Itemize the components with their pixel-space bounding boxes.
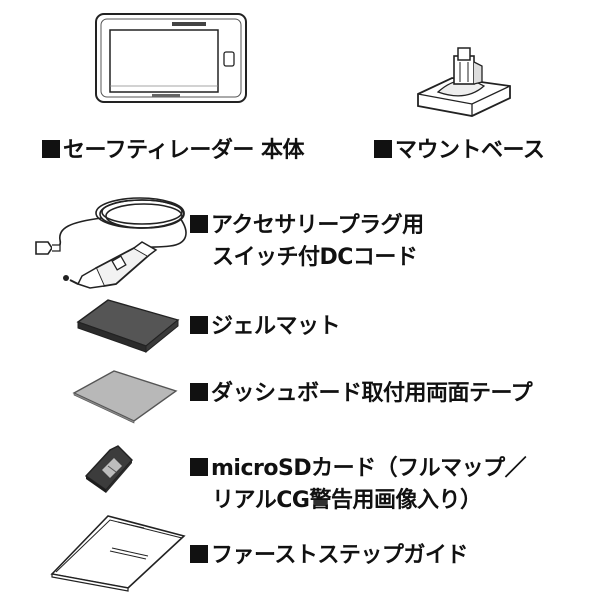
item-label-line2: リアルCG警告用画像入り） — [212, 488, 482, 513]
item-label-line1: microSDカード（フルマップ／ — [211, 456, 527, 481]
dc-cord-illustration — [35, 197, 187, 289]
item-label-line2: スイッチ付DCコード — [212, 245, 418, 270]
item-label-radar-unit: セーフティレーダー 本体 — [42, 137, 305, 165]
bullet-square-icon — [42, 140, 60, 158]
first-step-guide-illustration — [50, 515, 186, 592]
item-label-text: ジェルマット — [211, 314, 341, 339]
item-label-text: セーフティレーダー 本体 — [63, 138, 305, 163]
mount-base-illustration — [417, 47, 511, 117]
item-label-mount-base: マウントベース — [374, 137, 545, 165]
bullet-square-icon — [374, 140, 392, 158]
item-label-dc-cord: アクセサリープラグ用 スイッチ付DCコード — [190, 210, 424, 274]
item-label-microsd-card: microSDカード（フルマップ／ リアルCG警告用画像入り） — [190, 453, 527, 517]
double-sided-tape-illustration — [72, 370, 178, 424]
bullet-square-icon — [190, 316, 208, 334]
item-label-text: マウントベース — [395, 138, 545, 163]
item-label-gel-mat: ジェルマット — [190, 313, 341, 341]
gel-mat-illustration — [76, 299, 180, 354]
item-label-text: ダッシュボード取付用両面テープ — [211, 381, 533, 406]
microsd-card-illustration — [84, 445, 133, 493]
item-label-line1: アクセサリープラグ用 — [211, 213, 424, 238]
bullet-square-icon — [190, 458, 208, 476]
bullet-square-icon — [190, 215, 208, 233]
bullet-square-icon — [190, 545, 208, 563]
item-label-text: ファーストステップガイド — [211, 543, 468, 568]
item-label-double-sided-tape: ダッシュボード取付用両面テープ — [190, 380, 533, 408]
bullet-square-icon — [190, 383, 208, 401]
radar-unit-illustration — [95, 13, 247, 103]
item-label-first-step-guide: ファーストステップガイド — [190, 542, 468, 570]
